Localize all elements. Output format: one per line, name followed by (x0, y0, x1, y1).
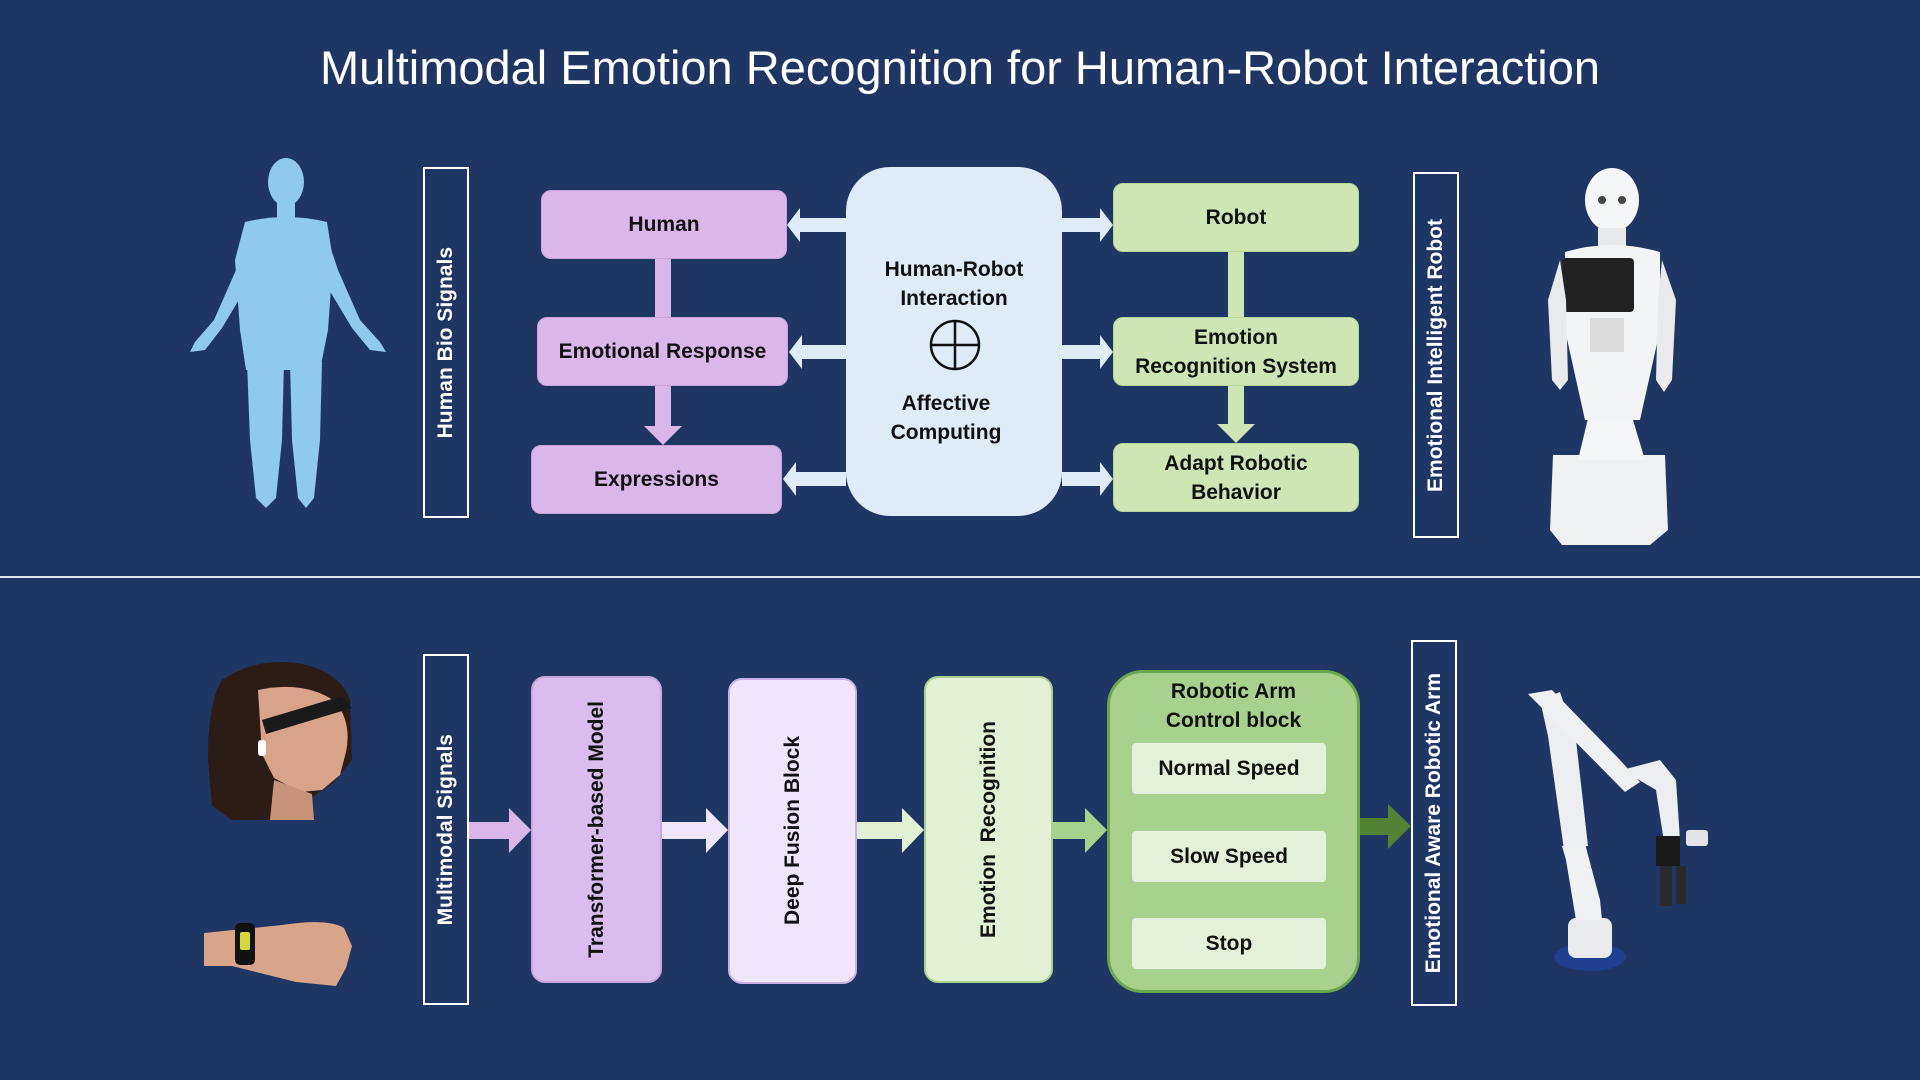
center-line-1: Human-Robot (884, 258, 1024, 281)
center-to-human-arrowhead (787, 208, 800, 242)
ers-to-adapt-arrowhead (1217, 424, 1255, 443)
adapt-line-2: Behavior (1191, 480, 1281, 504)
normal-speed-option: Normal Speed (1132, 743, 1326, 794)
signals-to-transformer-shaft (469, 822, 509, 839)
center-to-adapt-shaft (1062, 472, 1100, 486)
emotion-to-control-arrowhead (1085, 808, 1107, 853)
fusion-to-emotion-arrowhead (902, 808, 924, 853)
transformer-to-fusion-arrowhead (706, 808, 728, 853)
fusion-to-emotion-shaft (857, 822, 902, 839)
signals-to-transformer-arrowhead (509, 808, 531, 853)
slow-speed-option: Slow Speed (1132, 831, 1326, 882)
adapt-line-1: Adapt Robotic (1164, 451, 1308, 475)
emotion-recognition-block: Emotion Recognition (924, 676, 1053, 983)
expressions-box: Expressions (531, 445, 782, 514)
ers-to-adapt-shaft (1228, 386, 1244, 424)
center-to-emotional-response-arrowhead (789, 335, 802, 369)
center-to-expressions-arrowhead (783, 462, 796, 496)
human-bio-signals-label: Human Bio Signals (423, 167, 469, 518)
control-to-arm-shaft (1360, 818, 1388, 835)
diagram-title: Multimodal Emotion Recognition for Human… (319, 41, 1601, 94)
center-to-emotional-response-shaft (802, 345, 846, 359)
center-to-robot-shaft (1062, 218, 1100, 232)
center-to-robot-arrowhead (1100, 208, 1113, 242)
center-line-2: Interaction (900, 287, 1008, 310)
transformer-model-block: Transformer-based Model (531, 676, 662, 983)
multimodal-signals-label: Multimodal Signals (423, 654, 469, 1005)
center-to-expressions-shaft (796, 472, 846, 486)
control-to-arm-arrowhead (1388, 804, 1411, 849)
ers-line-1: Emotion (1194, 325, 1278, 349)
human-box: Human (541, 190, 787, 259)
robotic-arm-control-block: Robotic Arm Control block Normal Speed S… (1107, 670, 1360, 993)
transformer-to-fusion-shaft (662, 822, 706, 839)
center-to-ers-shaft (1062, 345, 1100, 359)
stop-option: Stop (1132, 918, 1326, 969)
center-interaction-block: Human-Robot Interaction Affective Comput… (846, 167, 1062, 516)
emotional-response-to-expressions-shaft (655, 386, 671, 426)
robot-to-ers-connector (1228, 252, 1244, 317)
center-to-adapt-arrowhead (1100, 462, 1113, 496)
adapt-robotic-behavior-box: Adapt Robotic Behavior (1113, 443, 1359, 512)
emotional-response-to-expressions-arrowhead (644, 426, 682, 445)
emotion-to-control-shaft (1053, 822, 1085, 839)
control-title-line-2: Control block (1165, 709, 1302, 732)
robot-box: Robot (1113, 183, 1359, 252)
human-to-emotional-response-connector (655, 259, 671, 317)
emotion-recognition-system-box: Emotion Recognition System (1113, 317, 1359, 386)
section-divider (0, 576, 1920, 578)
center-line-4: Computing (890, 421, 1002, 444)
center-line-3: Affective (901, 392, 991, 415)
ers-line-2: Recognition System (1135, 354, 1337, 378)
center-to-ers-arrowhead (1100, 335, 1113, 369)
deep-fusion-block: Deep Fusion Block (728, 678, 857, 984)
emotional-intelligent-robot-label: Emotional Intelligent Robot (1413, 172, 1459, 538)
emotional-response-box: Emotional Response (537, 317, 788, 386)
control-title-line-1: Robotic Arm (1170, 680, 1297, 703)
emotional-aware-robotic-arm-label: Emotional Aware Robotic Arm (1411, 640, 1457, 1006)
center-to-human-shaft (800, 218, 846, 232)
